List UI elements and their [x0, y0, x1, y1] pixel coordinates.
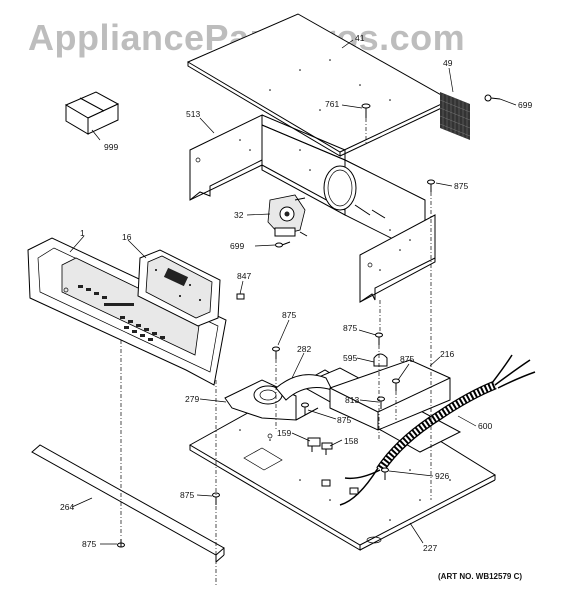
base-screws [117, 332, 400, 548]
callout-999: 999 [104, 142, 118, 152]
callout-labels: 41 49 699 761 513 875 32 699 1 16 847 87… [60, 33, 532, 553]
callout-227: 227 [423, 543, 437, 553]
callout-158: 158 [344, 436, 358, 446]
vent-grille-part [439, 92, 471, 140]
callout-875-trim: 875 [180, 490, 194, 500]
callout-216: 216 [440, 349, 454, 359]
callout-49: 49 [443, 58, 453, 68]
cooling-fan-motor-part [267, 194, 308, 237]
screw-761 [361, 103, 371, 118]
callout-813: 813 [345, 395, 359, 405]
assembly-lines [120, 118, 432, 585]
callout-41: 41 [355, 33, 365, 43]
callout-875-clamp: 875 [343, 323, 357, 333]
wire-conduit-part [321, 354, 536, 506]
callout-926: 926 [435, 471, 449, 481]
callout-875-wrapper: 875 [454, 181, 468, 191]
thermostat-switch-part [307, 437, 333, 455]
callout-875-bottom: 875 [82, 539, 96, 549]
air-duct-part [224, 374, 333, 421]
callout-32: 32 [234, 210, 244, 220]
owners-manual-part [64, 91, 120, 135]
callout-847: 847 [237, 271, 251, 281]
back-wrapper-part [189, 114, 436, 303]
callout-264: 264 [60, 502, 74, 512]
callout-600: 600 [478, 421, 492, 431]
callout-595: 595 [343, 353, 357, 363]
screw-699-top [484, 94, 501, 102]
control-panel-part [27, 237, 227, 386]
screw-699-center [275, 241, 291, 248]
screw-875-wrapper [427, 179, 435, 192]
callout-1: 1 [80, 228, 85, 238]
control-board-part [137, 249, 221, 327]
callout-16: 16 [122, 232, 132, 242]
heater-box-part [329, 359, 451, 431]
callout-875-heater: 875 [400, 354, 414, 364]
callout-875-base: 875 [337, 415, 351, 425]
art-number: (ART NO. WB12579 C) [438, 572, 522, 581]
callout-761: 761 [325, 99, 339, 109]
callout-159: 159 [277, 428, 291, 438]
callout-282: 282 [297, 344, 311, 354]
callout-279: 279 [185, 394, 199, 404]
callout-875-duct: 875 [282, 310, 296, 320]
clamp-595 [373, 353, 388, 367]
clip-847 [236, 293, 245, 300]
callout-513: 513 [186, 109, 200, 119]
callout-699-top: 699 [518, 100, 532, 110]
leader-lines [69, 39, 517, 545]
callout-699-center: 699 [230, 241, 244, 251]
